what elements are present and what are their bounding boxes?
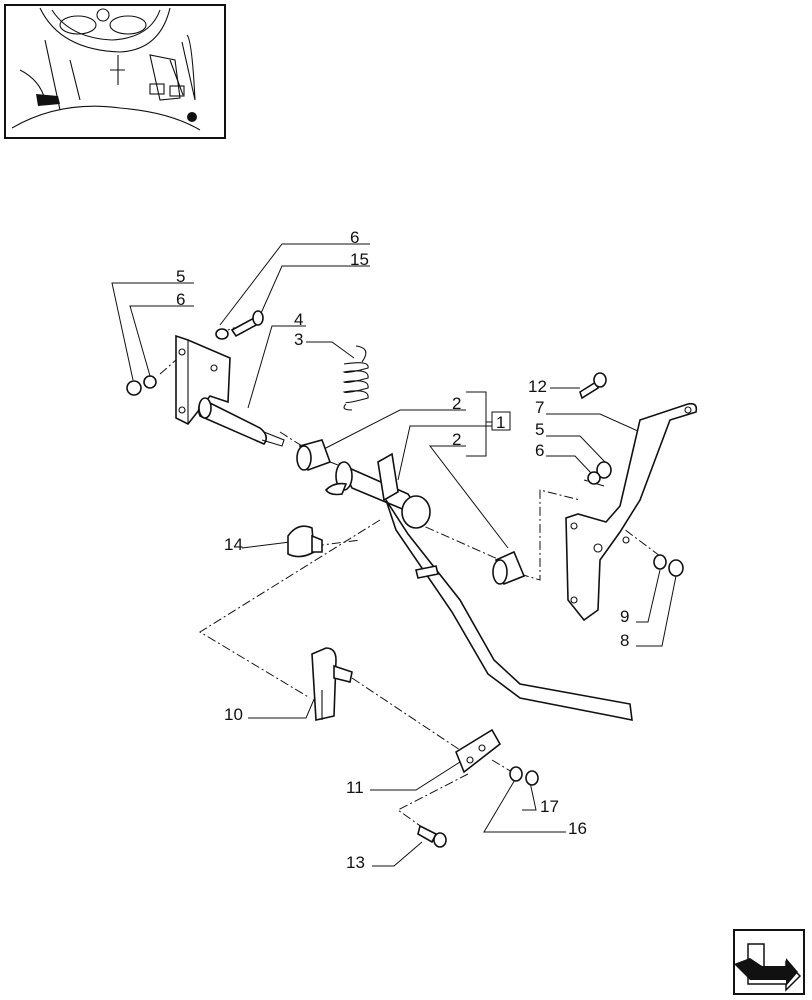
- callout-7: 7: [535, 398, 544, 417]
- bushing-2-lower: [492, 550, 526, 586]
- washers-left: [126, 375, 157, 396]
- callout-10: 10: [224, 705, 243, 724]
- spring-3: [342, 345, 369, 411]
- callout-2-lower: 2: [452, 430, 461, 449]
- assembly-lines: [159, 317, 661, 841]
- callout-2-upper: 2: [452, 394, 461, 413]
- bushing-2-upper: [296, 439, 332, 472]
- callout-12: 12: [528, 377, 547, 396]
- bracket-7: [565, 402, 698, 622]
- callout-6-top: 6: [350, 228, 359, 247]
- washers-right: [587, 461, 612, 485]
- callout-6-right: 6: [535, 441, 544, 460]
- clevis-10: [311, 647, 353, 721]
- bolt-13: [417, 824, 447, 848]
- bolt-15: [215, 310, 264, 340]
- item-1-box: [491, 411, 511, 431]
- callout-3: 3: [294, 330, 303, 349]
- callout-13: 13: [346, 853, 365, 872]
- bolt-12: [579, 372, 607, 400]
- callout-1: 1: [496, 413, 505, 432]
- plug-14: [287, 525, 323, 558]
- callout-labels: 6 15 5 6 4 3 2 1 2 12 7 5 6 14 9 8 10 11…: [176, 228, 629, 872]
- pedal-lever: [324, 452, 633, 722]
- pivot-shaft-bracket: [175, 334, 285, 447]
- callout-17: 17: [540, 797, 559, 816]
- tractor-pedal-location-thumbnail: [4, 4, 226, 139]
- next-page-arrow-icon[interactable]: [733, 929, 805, 995]
- callout-8: 8: [620, 631, 629, 650]
- callout-15: 15: [350, 250, 369, 269]
- callout-5-left: 5: [176, 267, 185, 286]
- callout-9: 9: [620, 607, 629, 626]
- washers-16-17: [509, 766, 539, 786]
- callout-5-right: 5: [535, 420, 544, 439]
- callout-14: 14: [224, 535, 243, 554]
- plate-11: [455, 728, 502, 774]
- callout-11: 11: [346, 778, 364, 797]
- callout-4: 4: [294, 310, 303, 329]
- callout-16: 16: [568, 819, 587, 838]
- washers-9-8: [653, 554, 684, 577]
- callout-6-left: 6: [176, 290, 185, 309]
- callout-leaders: [111, 243, 677, 867]
